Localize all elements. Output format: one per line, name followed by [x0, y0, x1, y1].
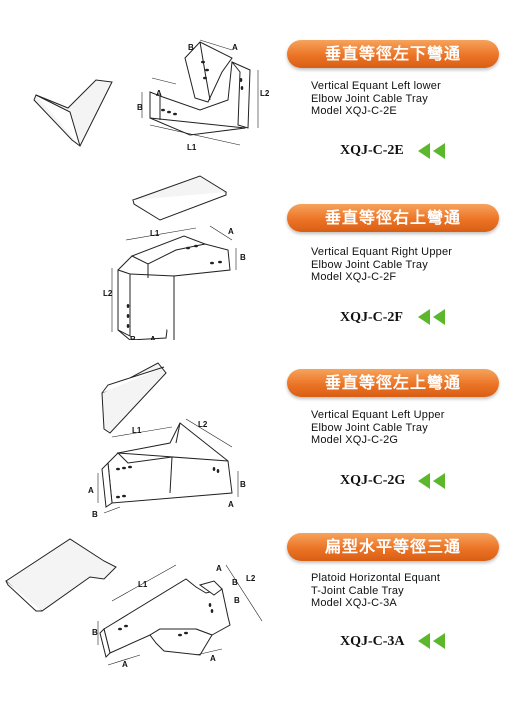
product-description: Vertical Equant Left lower Elbow Joint C… [311, 80, 441, 118]
product-title-banner: 扁型水平等徑三通 [287, 533, 499, 561]
dim-l2: L2 [103, 289, 113, 298]
dim-l1: L1 [150, 229, 160, 238]
double-left-triangle-icon [418, 143, 445, 159]
dim-a-right: A [228, 500, 234, 509]
product-section-3a: L1 L2 A B B B A A 扁型水平等徑三通 Platoid Horiz… [0, 525, 505, 695]
product-section-2e: L1 L2 A B A B 垂直等徑左下彎通 Vertical Equant L… [0, 0, 505, 170]
dim-a-top: A [232, 43, 238, 52]
dim-l2: L2 [198, 420, 208, 429]
dim-b-side: B [137, 103, 143, 112]
dim-a-bottom-right: A [210, 654, 216, 663]
double-left-triangle-icon [418, 309, 445, 325]
dim-l1: L1 [138, 580, 148, 589]
dim-a-left: A [88, 486, 94, 495]
desc-line: Model XQJ-C-2G [311, 434, 399, 446]
dim-b-left: B [92, 628, 98, 637]
desc-line: Elbow Joint Cable Tray [311, 92, 428, 105]
dim-a-bottom: A [122, 660, 128, 669]
dim-l1: L1 [187, 143, 197, 152]
dim-a-bottom: A [150, 335, 156, 340]
tray-drawing-3a: L1 L2 A B B B A A [5, 538, 263, 669]
model-number: XQJ-C-2F [340, 310, 403, 325]
desc-line: Vertical Equant Right Upper [311, 246, 453, 258]
product-title-banner: 垂直等徑右上彎通 [287, 204, 499, 232]
desc-line: Vertical Equant Left lower [311, 80, 441, 92]
dim-a-side: A [156, 89, 162, 98]
product-description: Vertical Equant Left Upper Elbow Joint C… [311, 409, 445, 447]
tray-drawing-2f: L1 L2 A B B A [103, 175, 246, 340]
dim-a-top: A [216, 564, 222, 573]
dim-b-top: B [232, 578, 238, 587]
model-number: XQJ-C-2E [340, 143, 404, 158]
tray-drawing-2e: L1 L2 A B A B [33, 39, 270, 152]
desc-line: Vertical Equant Left Upper [311, 409, 445, 421]
product-title-banner: 垂直等徑左下彎通 [287, 40, 499, 68]
desc-line: Model XQJ-C-3A [311, 597, 397, 609]
dim-a-top: A [228, 227, 234, 236]
desc-line: Elbow Joint Cable Tray [311, 258, 428, 271]
desc-line: Platoid Horizontal Equant [311, 572, 441, 584]
model-number: XQJ-C-3A [340, 634, 405, 649]
dim-l2: L2 [260, 89, 270, 98]
desc-line: Model XQJ-C-2F [311, 271, 397, 283]
tray-drawing-2g: L1 L2 A B B A [88, 362, 246, 519]
product-section-2g: L1 L2 A B B A 垂直等徑左上彎通 Vertical Equant L… [0, 353, 505, 523]
desc-line: Model XQJ-C-2E [311, 105, 397, 117]
dim-b-top: B [188, 43, 194, 52]
double-left-triangle-icon [418, 473, 445, 489]
dim-b-side: B [240, 253, 246, 262]
product-description: Platoid Horizontal Equant T-Joint Cable … [311, 572, 440, 610]
dim-b-bottom: B [130, 335, 136, 340]
dim-l2: L2 [246, 574, 256, 583]
product-title-banner: 垂直等徑左上彎通 [287, 369, 499, 397]
desc-line: T-Joint Cable Tray [311, 584, 404, 597]
model-number: XQJ-C-2G [340, 473, 406, 488]
dim-l1: L1 [132, 426, 142, 435]
dim-b-right: B [234, 596, 240, 605]
double-left-triangle-icon [418, 633, 445, 649]
dim-b-bottom: B [92, 510, 98, 519]
product-description: Vertical Equant Right Upper Elbow Joint … [311, 246, 452, 284]
product-section-2f: L1 L2 A B B A 垂直等徑右上彎通 Vertical Equant R… [0, 170, 505, 340]
desc-line: Elbow Joint Cable Tray [311, 421, 428, 434]
dim-b-right: B [240, 480, 246, 489]
